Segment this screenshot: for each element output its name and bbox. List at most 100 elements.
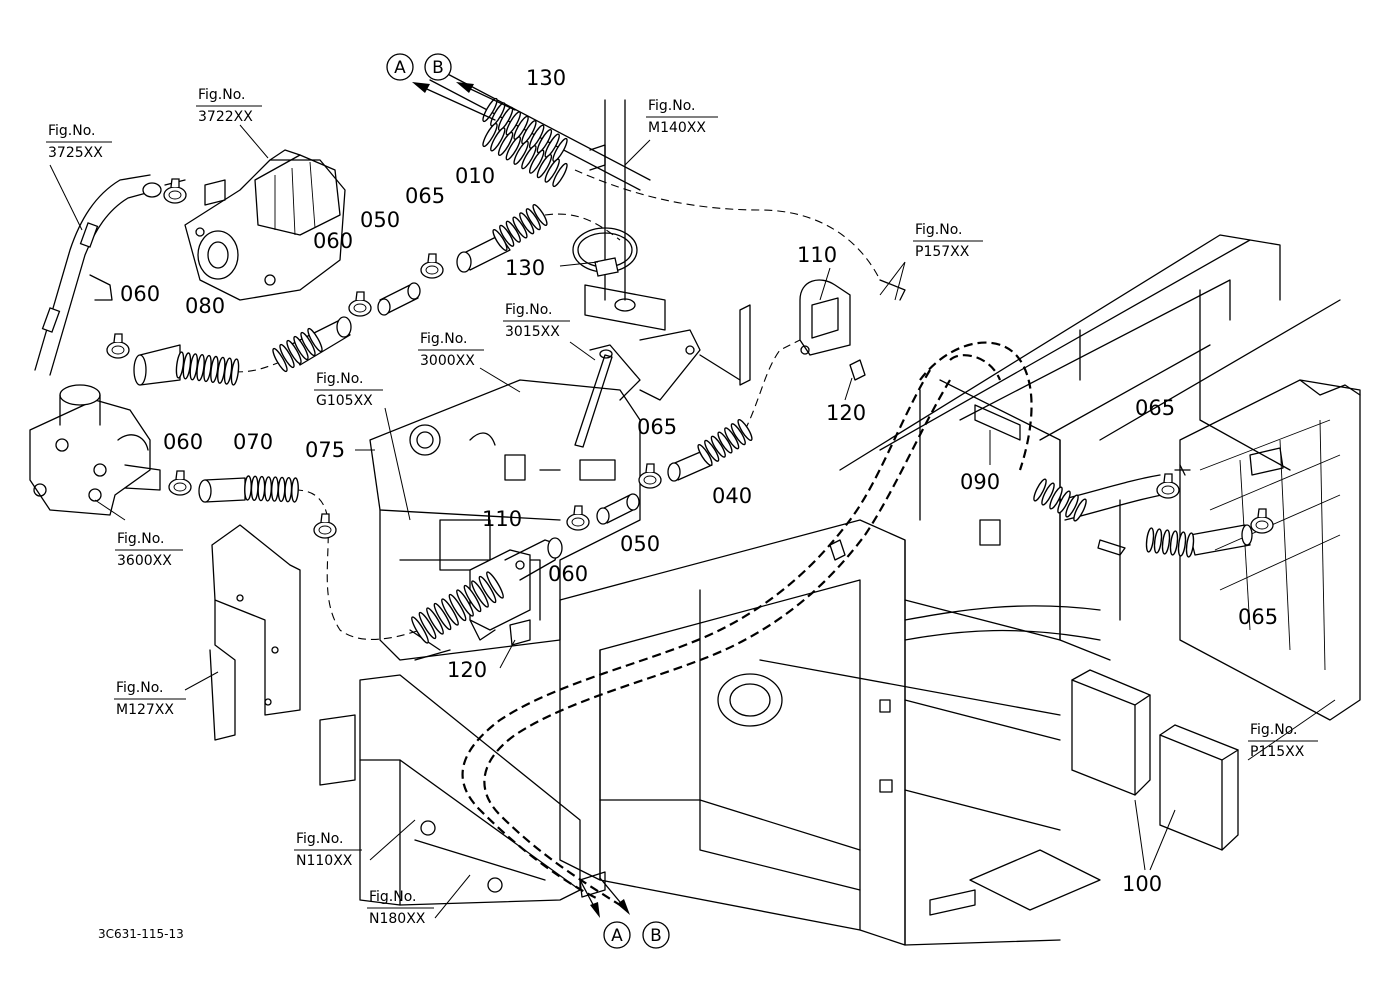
direction-arrows-top <box>412 82 630 918</box>
leader-lines <box>49 124 1336 919</box>
part-130-top: 130 <box>526 66 566 90</box>
hose-top-row <box>289 213 621 366</box>
fig-ref-3000-code: 3000XX <box>420 353 475 369</box>
fig-ref-3600-title: Fig.No. <box>117 531 165 547</box>
fig-ref-3000: Fig.No. 3000XX <box>418 331 484 369</box>
fig-ref-P157: Fig.No. P157XX <box>913 222 983 260</box>
hose-coil <box>492 203 548 252</box>
connector-a-bottom-label: A <box>611 926 623 946</box>
fig-ref-G105-code: G105XX <box>316 393 373 409</box>
part-060-bottom: 060 <box>548 562 588 586</box>
hose-070 <box>198 477 421 640</box>
hose-080 <box>133 344 286 386</box>
part-050-top: 050 <box>360 208 400 232</box>
thermostat-housing <box>29 384 161 516</box>
part-120-bottom: 120 <box>447 658 487 682</box>
part-075: 075 <box>305 438 345 462</box>
fig-ref-3725: Fig.No. 3725XX <box>46 123 112 161</box>
connector-b-bottom: B <box>642 921 670 949</box>
water-valve <box>184 149 346 301</box>
fig-ref-3722-code: 3722XX <box>198 109 253 125</box>
drawing-code: 3C631-115-13 <box>98 927 184 941</box>
fig-ref-P115-title: Fig.No. <box>1250 722 1298 738</box>
fig-ref-P157-title: Fig.No. <box>915 222 963 238</box>
fig-ref-M140-title: Fig.No. <box>648 98 696 114</box>
hose-coil <box>272 327 323 373</box>
fig-ref-N110-title: Fig.No. <box>296 831 344 847</box>
hose-coil <box>697 418 753 467</box>
part-callouts: 130 130 010 065 050 060 060 080 110 120 … <box>120 66 1278 896</box>
fig-ref-N180-title: Fig.No. <box>369 889 417 905</box>
hose-coil <box>244 475 299 503</box>
part-060-mid: 060 <box>163 430 203 454</box>
hose-coil <box>175 351 240 386</box>
cable-tie-130 <box>572 227 638 277</box>
part-060-left: 060 <box>120 282 160 306</box>
part-130-tie: 130 <box>505 256 545 280</box>
fig-ref-M127-title: Fig.No. <box>116 680 164 696</box>
part-065-mid: 065 <box>637 415 677 439</box>
hose-clamp <box>163 178 187 204</box>
hose-clamp <box>1250 508 1274 534</box>
fig-ref-M127: Fig.No. M127XX <box>114 680 186 718</box>
part-060-top: 060 <box>313 229 353 253</box>
part-110-top: 110 <box>797 243 837 267</box>
chassis-frame <box>319 234 1361 946</box>
fig-ref-N110-code: N110XX <box>296 853 353 869</box>
hose-040 <box>667 339 801 482</box>
fig-ref-N110: Fig.No. N110XX <box>294 831 362 869</box>
fig-ref-3600-code: 3600XX <box>117 553 172 569</box>
fig-ref-N180-code: N180XX <box>369 911 426 927</box>
connector-a-top: A <box>386 53 414 81</box>
part-120-top: 120 <box>826 401 866 425</box>
fig-ref-3725-title: Fig.No. <box>48 123 96 139</box>
bracket-110-top <box>699 279 866 386</box>
fig-ref-3725-code: 3725XX <box>48 145 103 161</box>
fig-ref-3015-code: 3015XX <box>505 324 560 340</box>
part-110-bottom: 110 <box>482 507 522 531</box>
hose-coils <box>175 97 1195 644</box>
part-010: 010 <box>455 164 495 188</box>
connector-b-top-label: B <box>432 58 444 78</box>
part-040: 040 <box>712 484 752 508</box>
fig-ref-3722: Fig.No. 3722XX <box>196 87 262 125</box>
fig-ref-G105: Fig.No. G105XX <box>314 371 383 409</box>
fig-ref-M140-code: M140XX <box>648 120 706 136</box>
hose-coil <box>482 122 568 188</box>
connector-a-top-label: A <box>394 58 406 78</box>
hose-clamp <box>1156 473 1180 499</box>
hose-clamp <box>566 505 590 531</box>
part-065-right-bottom: 065 <box>1238 605 1278 629</box>
hose-coil <box>482 97 568 163</box>
hose-clamp <box>313 513 337 539</box>
fig-ref-3000-title: Fig.No. <box>420 331 468 347</box>
hose-coil <box>1033 478 1087 522</box>
part-050-bottom: 050 <box>620 532 660 556</box>
engine-block <box>369 329 701 661</box>
part-080: 080 <box>185 294 225 318</box>
fig-ref-P115: Fig.No. P115XX <box>1248 722 1318 760</box>
hose-050-lower <box>596 493 640 525</box>
fig-ref-3015: Fig.No. 3015XX <box>503 302 570 340</box>
fig-ref-3600: Fig.No. 3600XX <box>115 531 183 569</box>
heater-hoses-right <box>461 341 1284 906</box>
mounting-bracket <box>209 524 301 741</box>
connector-b-bottom-label: B <box>650 926 662 946</box>
part-090: 090 <box>960 470 1000 494</box>
fig-ref-M127-code: M127XX <box>116 702 174 718</box>
hose-clamp <box>348 291 372 317</box>
hose-coil <box>411 571 504 644</box>
hose-clamp <box>420 253 444 279</box>
fig-ref-M140: Fig.No. M140XX <box>646 98 718 136</box>
fig-ref-N180: Fig.No. N180XX <box>367 889 434 927</box>
fig-ref-P157-code: P157XX <box>915 244 970 260</box>
part-065-right-top: 065 <box>1135 396 1175 420</box>
fig-ref-3722-title: Fig.No. <box>198 87 246 103</box>
fig-ref-G105-title: Fig.No. <box>316 371 364 387</box>
part-100: 100 <box>1122 872 1162 896</box>
fig-ref-3015-title: Fig.No. <box>505 302 553 318</box>
fig-ref-P115-code: P115XX <box>1250 744 1305 760</box>
filters-100 <box>1071 669 1239 851</box>
hose-clamp <box>168 470 192 496</box>
